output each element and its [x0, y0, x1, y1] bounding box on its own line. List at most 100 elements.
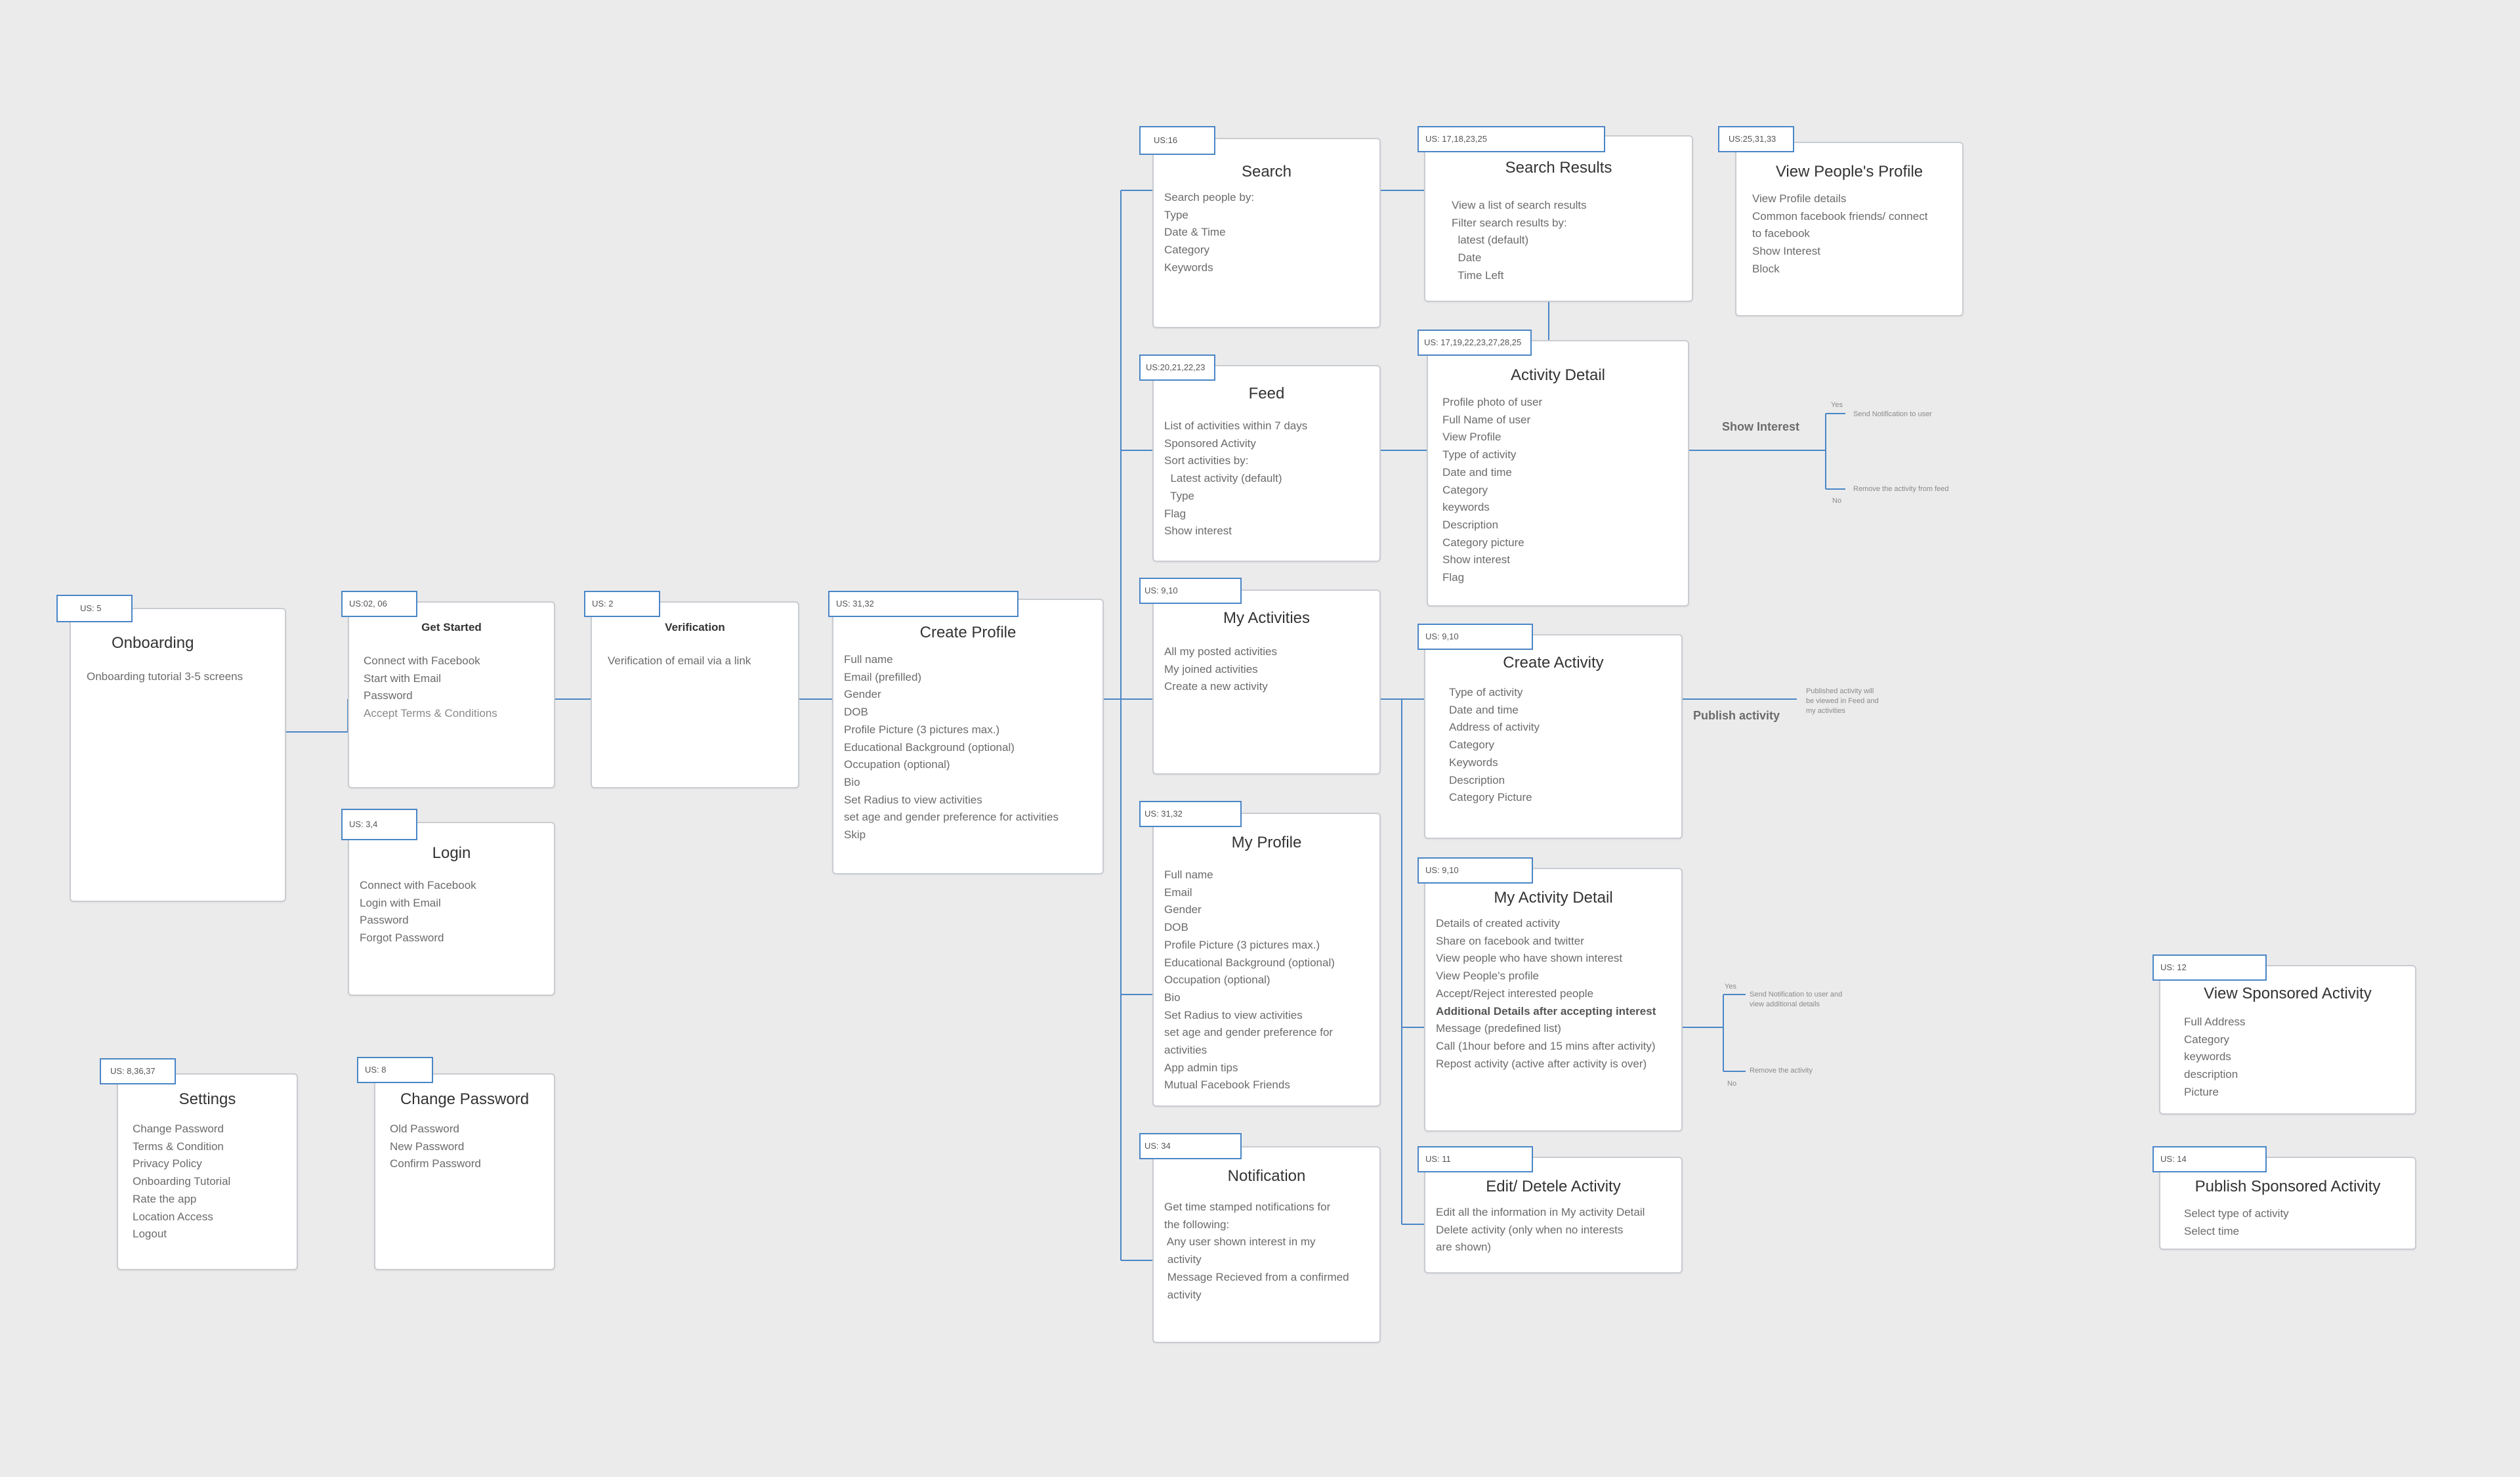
- card-line: Select type of activity: [2184, 1207, 2289, 1220]
- card-line[interactable]: Change Password: [133, 1123, 224, 1135]
- card-line[interactable]: Onboarding Tutorial: [133, 1175, 231, 1188]
- card-line[interactable]: Privacy Policy: [133, 1157, 202, 1170]
- card-line: DOB: [844, 706, 868, 719]
- verification-card[interactable]: Verification Verification of email via a…: [591, 601, 799, 788]
- card-line: Set Radius to view activities: [1164, 1008, 1303, 1021]
- card-line[interactable]: Rate the app: [133, 1192, 197, 1205]
- card-title: Settings: [178, 1090, 236, 1108]
- edit-delete-activity-card[interactable]: Edit/ Detele Activity Edit all the infor…: [1424, 1157, 1683, 1274]
- card-title: Login: [432, 844, 471, 862]
- user-story-tag: US: 34: [1139, 1133, 1242, 1159]
- view-profile-link[interactable]: View Profile: [1442, 431, 1502, 444]
- card-content: Type of activity Date and time Address o…: [1449, 684, 1540, 807]
- card-line: Confirm Password: [390, 1157, 481, 1170]
- card-content: Get time stamped notifications for the f…: [1164, 1199, 1349, 1304]
- card-line: Full name: [1164, 868, 1213, 881]
- card-title: Feed: [1248, 385, 1285, 402]
- card-line: Category picture: [1442, 536, 1524, 549]
- card-line: Category: [1449, 739, 1494, 752]
- notification-card[interactable]: Notification Get time stamped notificati…: [1152, 1146, 1381, 1343]
- search-results-card[interactable]: Search Results View a list of search res…: [1424, 135, 1693, 302]
- card-line: List of activities within 7 days: [1164, 419, 1308, 432]
- card-content: Details of created activity Share on fac…: [1436, 915, 1656, 1073]
- user-story-tag: US: 3,4: [341, 809, 417, 840]
- card-line: the following:: [1164, 1218, 1230, 1231]
- card-content: View a list of search results Filter sea…: [1452, 197, 1587, 285]
- my-activity-detail-card[interactable]: My Activity Detail Details of created ac…: [1424, 868, 1683, 1132]
- card-title: Notification: [1227, 1167, 1306, 1185]
- user-story-tag: US: 8,36,37: [100, 1058, 176, 1084]
- flag-action[interactable]: Flag: [1442, 571, 1465, 584]
- change-password-card[interactable]: Change Password Old Password New Passwor…: [374, 1073, 555, 1270]
- card-line: Additional Details after accepting inter…: [1436, 1004, 1656, 1017]
- card-line[interactable]: Accept/Reject interested people: [1436, 987, 1594, 1000]
- card-line: to facebook: [1752, 227, 1810, 240]
- card-line: Set Radius to view activities: [844, 793, 982, 806]
- user-story-tag: US: 9,10: [1418, 857, 1533, 884]
- card-line: Details of created activity: [1436, 917, 1560, 930]
- skip-link[interactable]: Skip: [844, 828, 866, 842]
- my-profile-card[interactable]: My Profile Full name Email Gender DOB Pr…: [1152, 813, 1381, 1107]
- card-content: Edit all the information in My activity …: [1436, 1204, 1645, 1256]
- card-line[interactable]: View people who have shown interest: [1436, 952, 1623, 965]
- search-card[interactable]: Search Search people by: Type Date & Tim…: [1152, 138, 1381, 328]
- share-action[interactable]: Share on facebook and twitter: [1436, 934, 1584, 947]
- settings-card[interactable]: Settings Change Password Terms & Conditi…: [117, 1073, 298, 1270]
- user-story-tag: US: 31,32: [1139, 801, 1242, 827]
- user-story-tag: US: 9,10: [1139, 578, 1242, 604]
- onboarding-card[interactable]: Onboarding Onboarding tutorial 3-5 scree…: [70, 608, 286, 902]
- create-activity-card[interactable]: Create Activity Type of activity Date an…: [1424, 634, 1683, 839]
- card-title: Create Activity: [1503, 654, 1604, 672]
- show-interest-action[interactable]: Show Interest: [1752, 245, 1820, 258]
- card-line: Forgot Password: [360, 931, 444, 945]
- card-line: Profile photo of user: [1442, 396, 1543, 408]
- card-line: Category: [2184, 1033, 2229, 1046]
- card-content: Connect with Facebook Start with Email P…: [364, 653, 497, 723]
- card-content: Full Address Category keywords descripti…: [2184, 1014, 2246, 1102]
- card-line: Create a new activity: [1164, 680, 1268, 693]
- activity-detail-card[interactable]: Activity Detail Profile photo of user Fu…: [1427, 340, 1689, 607]
- card-line[interactable]: Logout: [133, 1228, 167, 1241]
- card-title: Verification: [665, 621, 725, 633]
- user-story-tag: US:16: [1139, 126, 1215, 155]
- card-title: My Activity Detail: [1494, 889, 1613, 907]
- branch-note: Remove the activity: [1750, 1067, 1813, 1075]
- card-line: Gender: [844, 688, 881, 701]
- my-activities-card[interactable]: My Activities All my posted activities M…: [1152, 589, 1381, 775]
- card-line: Show interest: [1164, 524, 1232, 538]
- card-line: Keywords: [1164, 261, 1213, 274]
- card-line: Full name: [844, 653, 893, 666]
- card-line: Email: [1164, 886, 1192, 899]
- show-interest-action[interactable]: Show interest: [1442, 553, 1510, 567]
- user-story-tag: US: 12: [2152, 954, 2267, 981]
- user-story-tag: US: 5: [56, 595, 133, 622]
- card-line: Profile Picture (3 pictures max.): [844, 723, 1000, 736]
- card-line: Occupation (optional): [844, 758, 950, 771]
- create-profile-card[interactable]: Create Profile Full name Email (prefille…: [832, 599, 1104, 874]
- card-line[interactable]: View People's profile: [1436, 970, 1539, 983]
- card-line: Verification of email via a link: [608, 654, 751, 667]
- card-line: Educational Background (optional): [1164, 956, 1335, 969]
- card-title: Publish Sponsored Activity: [2194, 1178, 2381, 1195]
- user-story-tag: US:25,31,33: [1718, 126, 1794, 152]
- card-line[interactable]: Location Access: [133, 1210, 213, 1223]
- card-line: Gender: [1164, 903, 1202, 916]
- publish-activity-edge-label: Publish activity: [1693, 709, 1780, 722]
- show-interest-edge-label: Show Interest: [1722, 420, 1800, 433]
- view-peoples-profile-card[interactable]: View People's Profile View Profile detai…: [1735, 142, 1964, 316]
- login-card[interactable]: Login Connect with Facebook Login with E…: [348, 822, 555, 996]
- card-line: Connect with Facebook: [364, 654, 480, 667]
- card-line: Select time: [2184, 1224, 2240, 1237]
- feed-card[interactable]: Feed List of activities within 7 days Sp…: [1152, 365, 1381, 562]
- card-line: Password: [360, 914, 409, 927]
- get-started-card[interactable]: Get Started Connect with Facebook Start …: [348, 601, 555, 788]
- user-story-tag: US:20,21,22,23: [1139, 354, 1215, 381]
- card-title: Get Started: [421, 621, 482, 633]
- card-line: My joined activities: [1164, 662, 1258, 675]
- card-line[interactable]: Terms & Condition: [133, 1140, 224, 1153]
- branch-note: Send Notification to user: [1853, 410, 1932, 418]
- card-line: Accept Terms & Conditions: [364, 707, 497, 720]
- view-sponsored-activity-card[interactable]: View Sponsored Activity Full Address Cat…: [2159, 965, 2416, 1115]
- block-action[interactable]: Block: [1752, 262, 1780, 275]
